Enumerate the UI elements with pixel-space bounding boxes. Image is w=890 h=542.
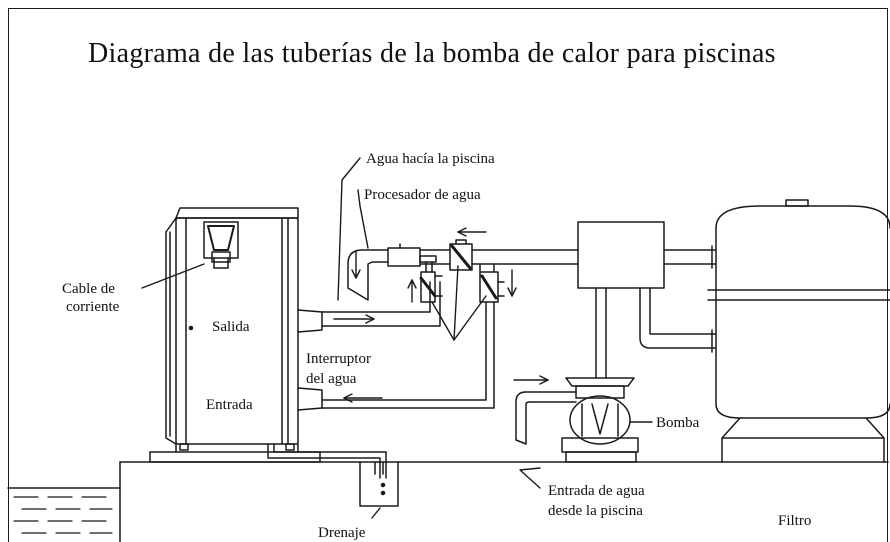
label-water-from-pool-1: Entrada de agua xyxy=(548,483,645,499)
label-water-from-pool-2: desde la piscina xyxy=(548,503,643,519)
label-power-cable-2: corriente xyxy=(66,299,120,315)
label-water-switch-1: Interruptor xyxy=(306,351,371,367)
label-drain: Drenaje xyxy=(318,525,366,541)
label-water-switch-2: del agua xyxy=(306,371,357,387)
label-power-cable-1: Cable de xyxy=(62,281,115,297)
label-pump: Bomba xyxy=(656,415,700,431)
label-filter: Filtro xyxy=(778,513,812,529)
flow-arrows xyxy=(141,157,653,519)
outlet-piping xyxy=(321,255,443,327)
label-inlet: Entrada xyxy=(206,397,253,413)
label-water-to-pool: Agua hacía la piscina xyxy=(366,151,495,167)
top-line xyxy=(321,221,717,409)
pool-water xyxy=(13,496,113,534)
pump xyxy=(515,377,639,463)
ground xyxy=(7,461,889,542)
label-water-processor: Procesador de agua xyxy=(364,187,481,203)
label-outlet: Salida xyxy=(212,319,250,335)
heat-pump-unit xyxy=(149,207,387,496)
diagram-title: Diagrama de las tuberías de la bomba de … xyxy=(88,38,776,69)
diagram-frame xyxy=(8,8,888,542)
filter-tank xyxy=(707,199,890,463)
